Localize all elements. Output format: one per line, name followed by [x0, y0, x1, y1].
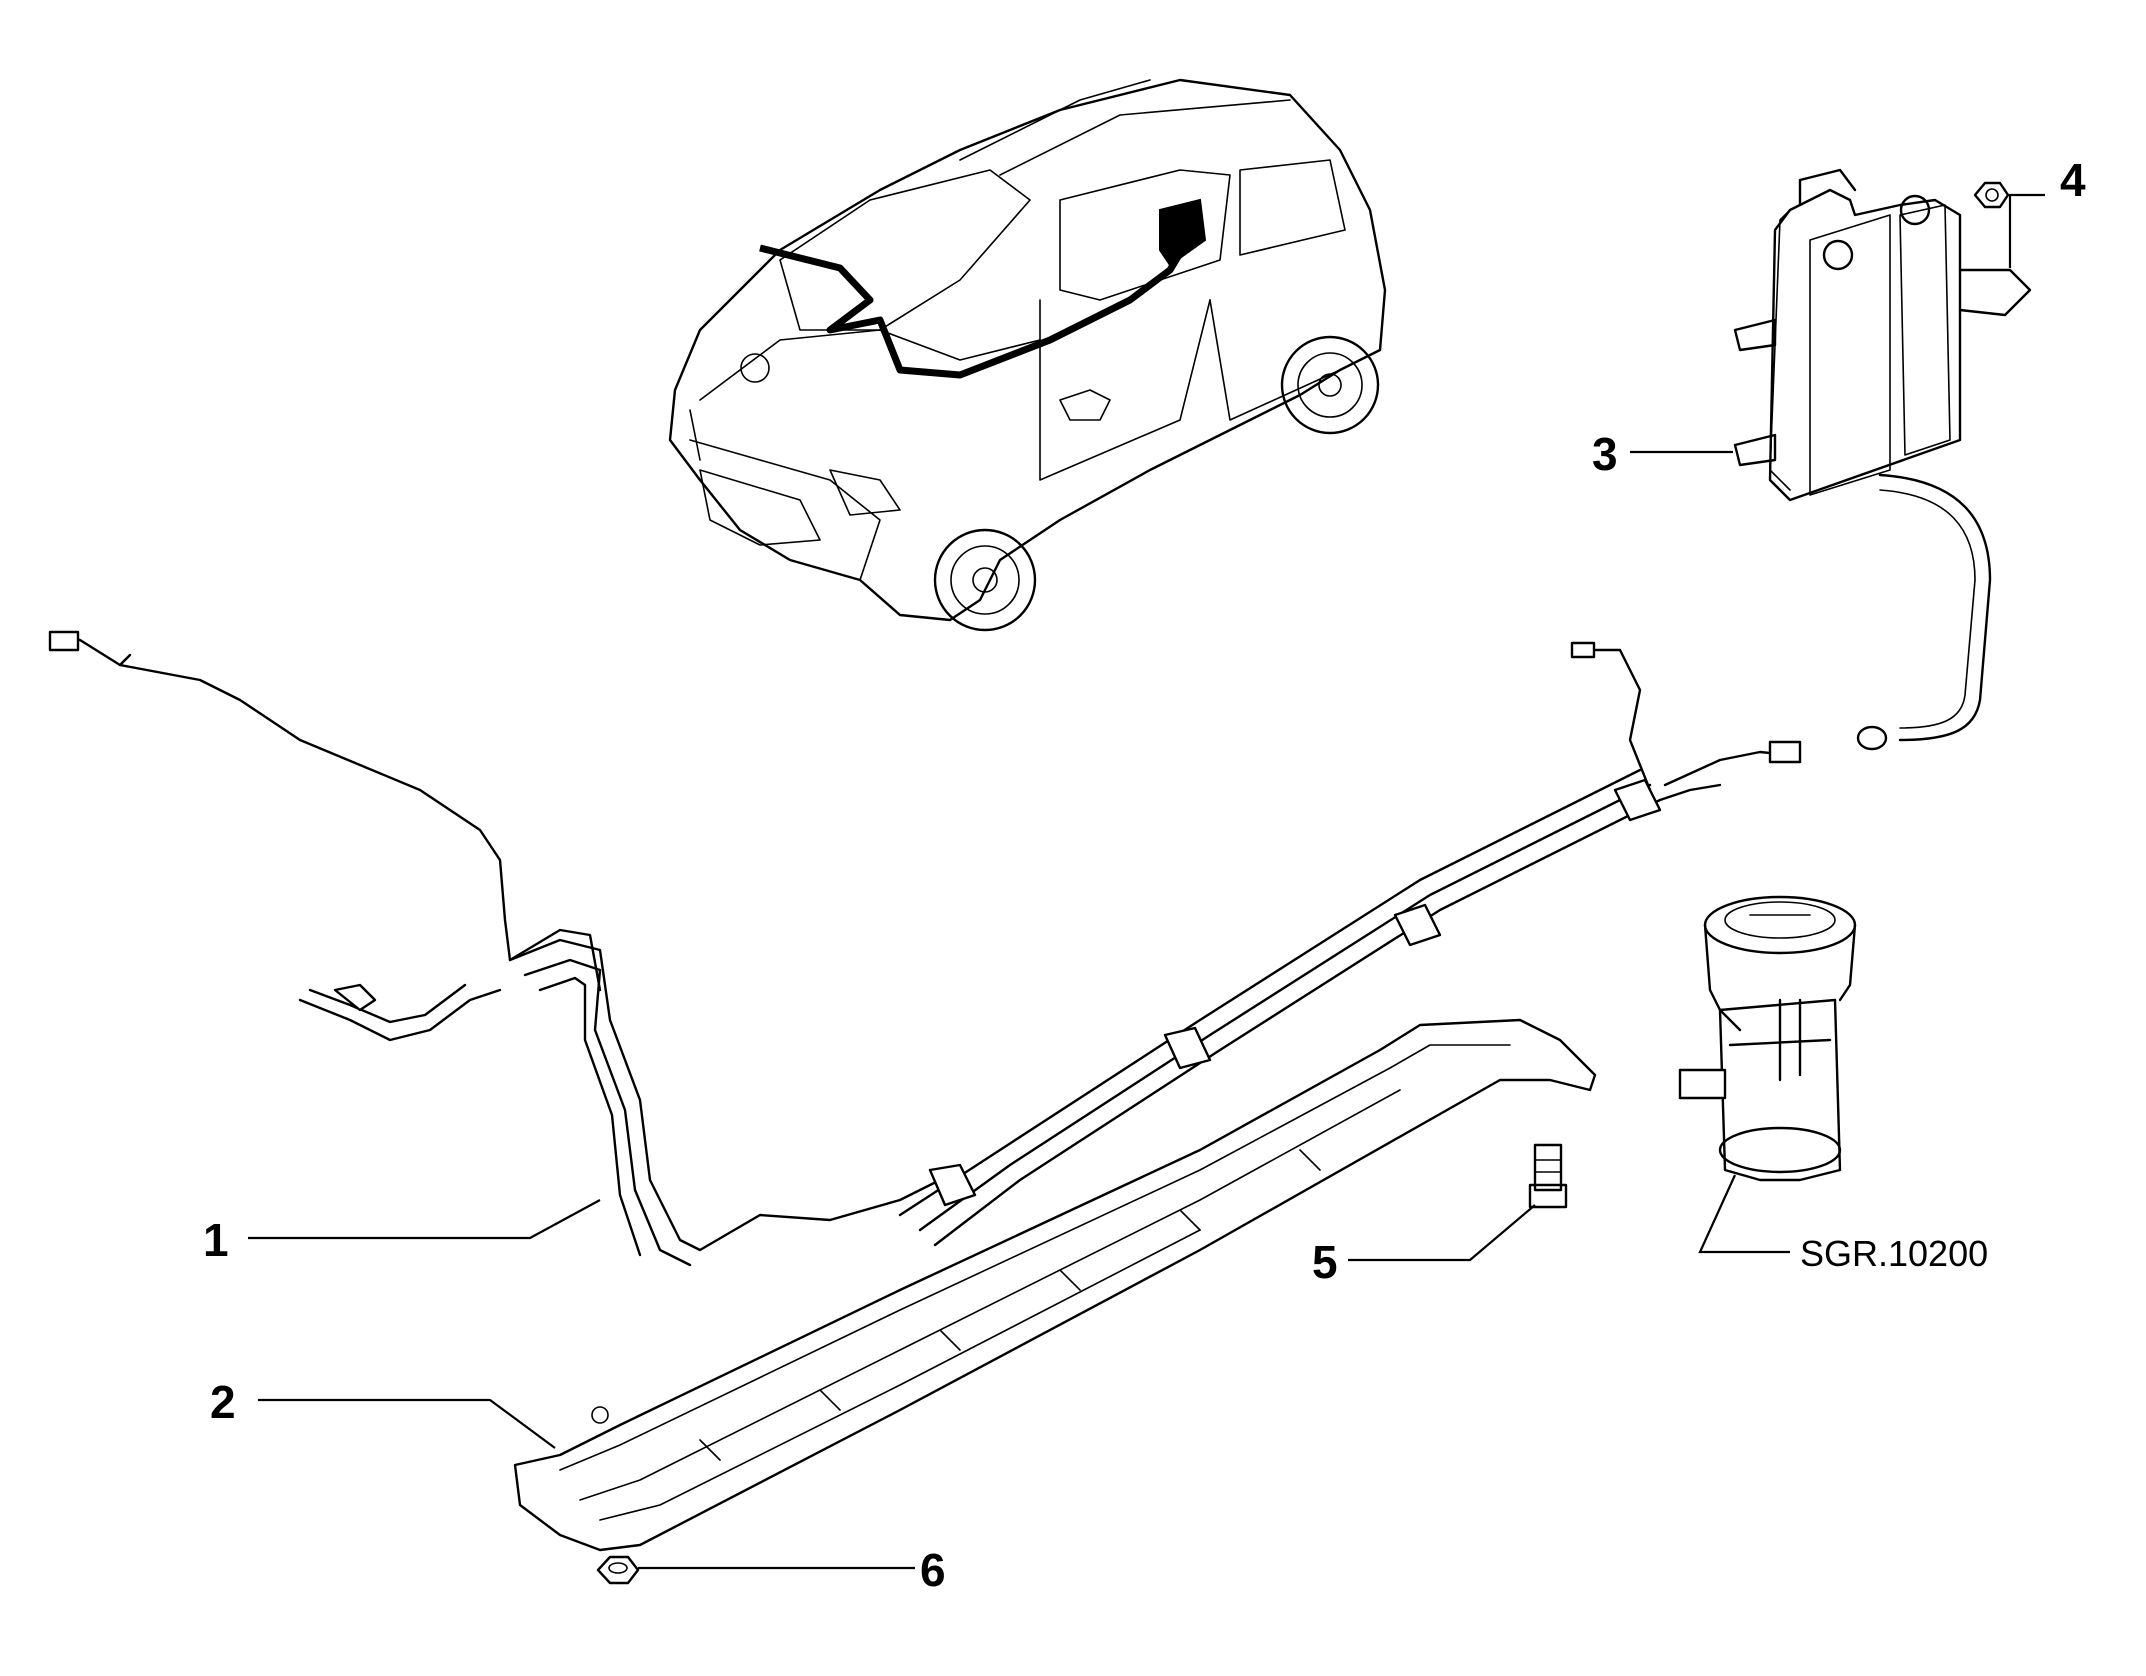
part-3-canister	[1733, 168, 2032, 751]
pipe-clip	[1163, 1026, 1212, 1070]
leader-line-5	[1348, 1204, 1536, 1262]
callout-5: 5	[1312, 1236, 1338, 1288]
part-2-shield	[513, 1018, 1597, 1552]
part-4-nut	[1973, 181, 2010, 209]
part-5-bolt	[1528, 1143, 1568, 1209]
pipe-clip	[1613, 778, 1662, 822]
leader-line-1	[248, 1199, 601, 1240]
vehicle-fuel-line-highlight	[759, 218, 1204, 379]
part-6-nut	[596, 1555, 640, 1585]
pipe-clip	[1393, 903, 1442, 947]
leader-line-4	[2008, 193, 2045, 268]
fuel-pump-module	[1678, 895, 1857, 1182]
callout-3: 3	[1592, 428, 1618, 480]
callout-1: 1	[203, 1214, 229, 1266]
callout-2: 2	[210, 1376, 236, 1428]
pipe-clip	[928, 1163, 977, 1207]
callout-6: 6	[920, 1544, 946, 1596]
leader-line-ref	[1698, 1174, 1790, 1254]
vehicle-illustration	[668, 78, 1387, 632]
reference-code: SGR.10200	[1800, 1233, 1988, 1274]
callout-4: 4	[2060, 154, 2086, 206]
leader-line-2	[258, 1398, 556, 1449]
part-1-fuel-pipe-assembly	[48, 630, 1802, 1267]
